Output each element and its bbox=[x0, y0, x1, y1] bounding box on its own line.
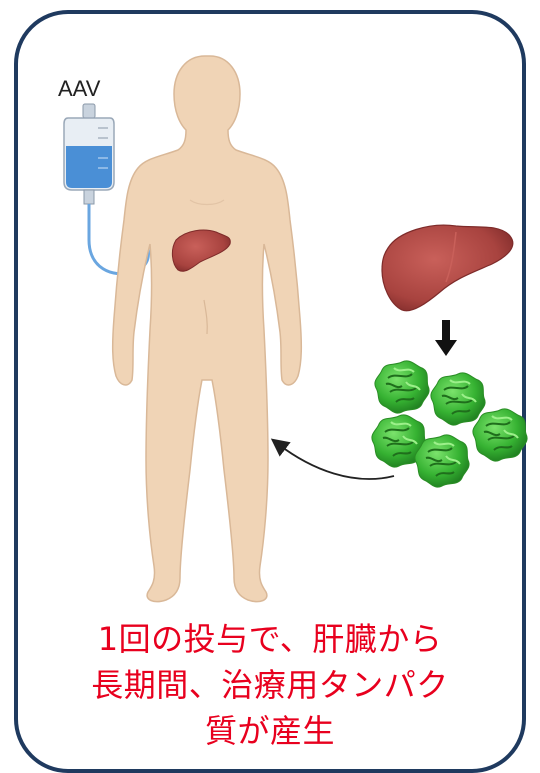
iv-bag-icon bbox=[64, 104, 114, 204]
caption: 1回の投与で、肝臓から 長期間、治療用タンパク 質が産生 bbox=[20, 616, 520, 754]
caption-line-3: 質が産生 bbox=[20, 708, 520, 754]
caption-line-1: 1回の投与で、肝臓から bbox=[20, 616, 520, 662]
caption-line-2: 長期間、治療用タンパク bbox=[20, 662, 520, 708]
aav-label: AAV bbox=[58, 76, 100, 102]
